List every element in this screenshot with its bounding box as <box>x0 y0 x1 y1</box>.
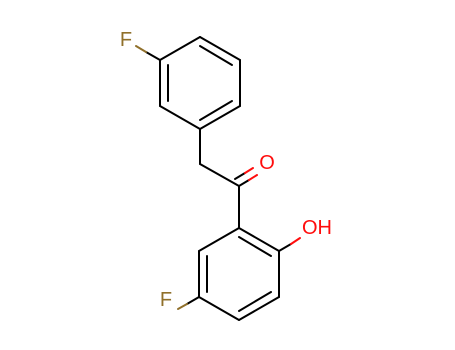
bond-lower-1 <box>238 227 280 252</box>
bond-upper-2 <box>199 36 241 61</box>
bond-c-f-top-colored <box>135 45 147 53</box>
lower-ring <box>198 227 280 321</box>
atom-oh: OH <box>302 217 332 239</box>
bond-upper-inner-2 <box>199 100 233 121</box>
bond-co-2b <box>244 167 254 174</box>
bond-c-f-top <box>145 51 161 61</box>
bond-upper-5 <box>159 105 201 130</box>
bond-lower-3 <box>238 296 280 321</box>
bond-upper-inner-1 <box>199 45 233 66</box>
bond-c-f-bottom-a <box>186 296 200 305</box>
bond-lower-inner-1 <box>238 236 272 257</box>
bond-lower-6 <box>198 227 240 252</box>
bond-ch2-carbonyl <box>199 163 240 187</box>
atom-f-top: F <box>120 29 132 51</box>
bond-c-oh-b <box>290 237 301 245</box>
bond-upper-1 <box>159 36 201 61</box>
bond-co-1b <box>248 174 258 181</box>
atom-o-carbonyl: O <box>259 152 275 174</box>
bond-upper-4 <box>199 105 241 130</box>
bond-lower-4 <box>198 296 240 321</box>
bond-c-f-bottom-b <box>177 303 188 310</box>
bond-c-oh-a <box>278 243 292 252</box>
upper-ring <box>159 36 241 130</box>
atom-f-bottom: F <box>160 289 172 311</box>
bond-lower-inner-2 <box>238 291 272 312</box>
bond-co-1a <box>238 179 250 187</box>
bond-co-2a <box>234 172 246 180</box>
